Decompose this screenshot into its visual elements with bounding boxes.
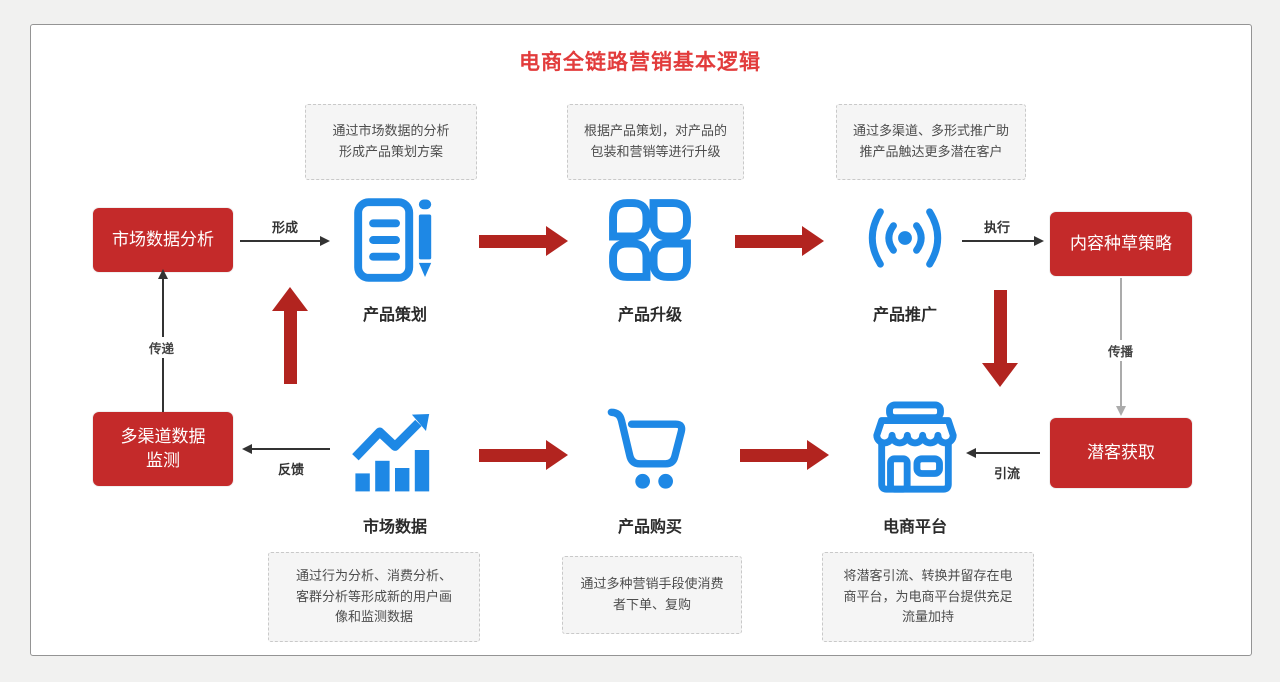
arrow-feedback-line (252, 448, 330, 450)
note-ecommerce-platform: 将潜客引流、转换并留存在电 商平台，为电商平台提供充足 流量加持 (822, 552, 1034, 642)
red-arrow-marketdata-to-purchase (479, 440, 568, 470)
label-product-purchase: 产品购买 (617, 519, 682, 536)
box-content-seeding-strategy: 内容种草策略 (1050, 212, 1192, 276)
arrow-divert-line (976, 452, 1040, 454)
red-arrow-upgrade-to-promotion (735, 226, 824, 256)
label-ecommerce-platform: 电商平台 (882, 519, 947, 536)
arrow-execute-head (1034, 236, 1044, 246)
broadcast-icon (855, 198, 955, 278)
arrow-execute-line (962, 240, 1034, 242)
document-pencil-icon (352, 194, 440, 286)
clover-icon (606, 196, 694, 284)
note-product-purchase: 通过多种营销手段使消费 者下单、复购 (562, 556, 742, 634)
box-market-data-analysis: 市场数据分析 (93, 208, 233, 272)
diagram-title: 电商全链路营销基本逻辑 (519, 51, 761, 74)
label-product-upgrade: 产品升级 (617, 307, 682, 324)
red-arrow-purchase-to-platform (740, 440, 829, 470)
arrow-feedback-head (242, 444, 252, 454)
red-arrow-planning-to-upgrade (479, 226, 568, 256)
box-lead-acquisition: 潜客获取 (1050, 418, 1192, 488)
shopping-cart-icon (602, 404, 698, 496)
note-product-upgrade: 根据产品策划，对产品的 包装和营销等进行升级 (567, 104, 744, 180)
arrow-divert-label: 引流 (993, 466, 1020, 481)
label-product-planning: 产品策划 (362, 307, 427, 324)
arrow-form-line (240, 240, 320, 242)
note-market-data: 通过行为分析、消费分析、 客群分析等形成新的用户画 像和监测数据 (268, 552, 480, 642)
arrow-divert-head (966, 448, 976, 458)
storefront-icon (865, 400, 965, 498)
arrow-spread-head (1116, 406, 1126, 416)
arrow-form-head (320, 236, 330, 246)
arrow-transmit-head (158, 269, 168, 279)
arrow-feedback-label: 反馈 (277, 462, 304, 477)
note-product-promotion: 通过多渠道、多形式推广助 推产品触达更多潜在客户 (836, 104, 1026, 180)
arrow-spread-label: 传播 (1106, 340, 1136, 361)
arrow-execute-label: 执行 (983, 220, 1010, 235)
label-product-promotion: 产品推广 (872, 307, 937, 324)
arrow-form-label: 形成 (271, 220, 298, 235)
note-product-planning: 通过市场数据的分析 形成产品策划方案 (305, 104, 477, 180)
label-market-data: 市场数据 (362, 519, 427, 536)
bar-chart-icon (350, 404, 440, 496)
red-arrow-promotion-down (982, 290, 1018, 387)
red-arrow-marketdata-to-planning (272, 287, 308, 384)
box-multichannel-data-monitoring: 多渠道数据 监测 (93, 412, 233, 486)
arrow-transmit-label: 传递 (147, 337, 177, 358)
